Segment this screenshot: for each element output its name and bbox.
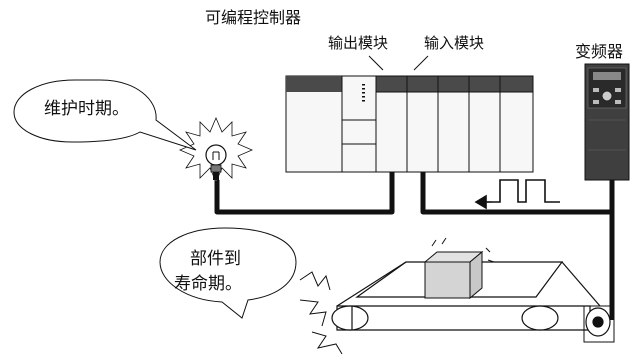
cpu-led-icon <box>362 84 365 102</box>
output-module-leader <box>368 55 384 71</box>
plc-label: 可编程控制器 <box>205 8 302 27</box>
input-module-leader <box>413 55 429 71</box>
plc-rack <box>285 75 534 173</box>
end-of-life-callout <box>159 227 297 319</box>
maintenance-text: 维护时期。 <box>44 99 129 119</box>
inverter-label: 变频器 <box>575 42 624 61</box>
pulse-signal <box>474 179 560 210</box>
inverter-unit <box>584 63 630 181</box>
bulb-icon <box>205 144 227 166</box>
input-module-label: 输入模块 <box>424 34 485 52</box>
end-of-life-text-line2: 寿命期。 <box>174 274 242 294</box>
output-to-lamp-cable <box>214 172 395 215</box>
output-module-label: 输出模块 <box>328 34 389 52</box>
inverter-to-input-cable <box>420 172 615 215</box>
package-box-icon <box>423 237 495 300</box>
end-of-life-text-line1: 部件到 <box>190 249 241 269</box>
maintenance-callout <box>13 79 197 151</box>
impact-burst-icon <box>299 271 343 355</box>
wiring <box>214 172 615 320</box>
pulse-arrow-icon <box>474 194 487 210</box>
warning-lamp <box>178 116 254 184</box>
inverter-dial-icon <box>601 90 613 102</box>
